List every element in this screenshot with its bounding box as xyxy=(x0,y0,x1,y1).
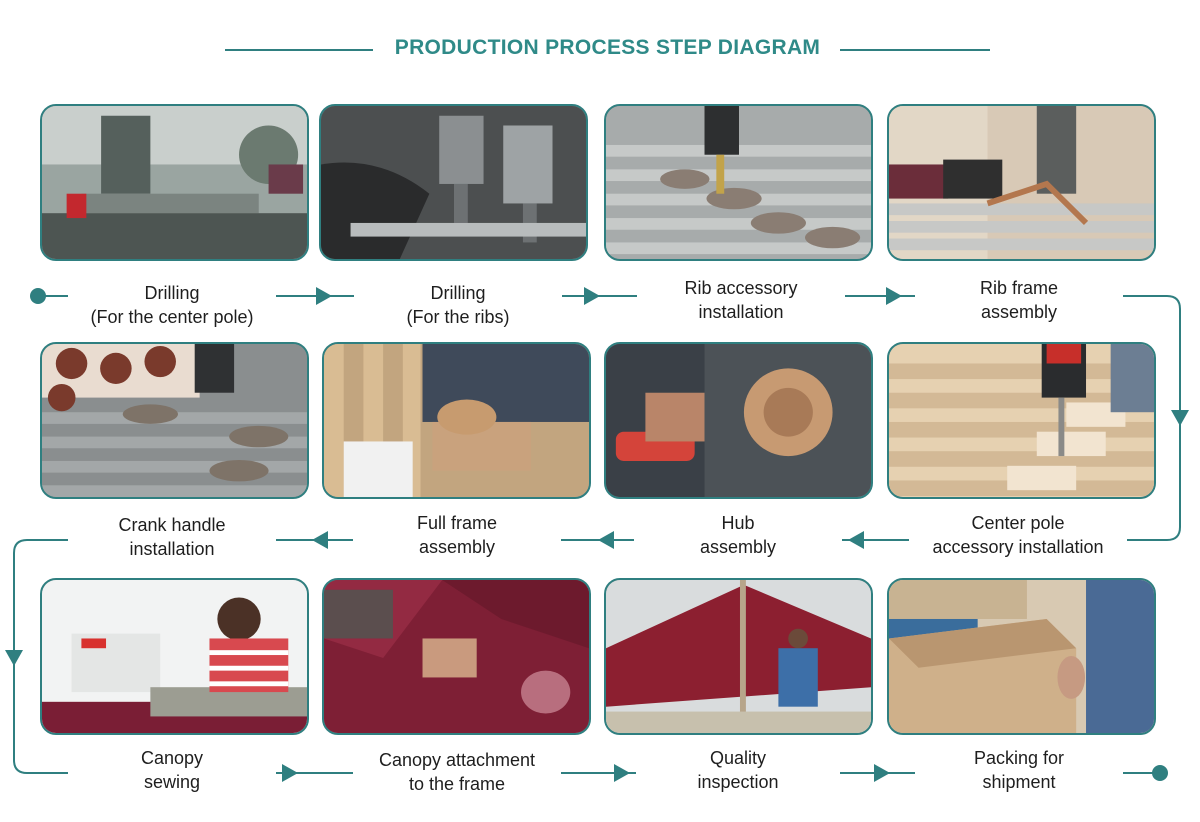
arrow-right-icon xyxy=(584,287,600,305)
title-rule-left xyxy=(225,49,373,51)
photo-rib-accessory-installation xyxy=(604,104,873,261)
photo-crank-handle-installation xyxy=(40,342,309,499)
step-label-line: Full frame xyxy=(416,513,497,533)
step-label-line: Canopy attachment xyxy=(378,750,536,770)
photo-full-frame-assembly xyxy=(322,342,591,499)
step-label-hub-assembly: Hub assembly xyxy=(634,511,842,559)
photo-hub-assembly xyxy=(604,342,873,499)
arrow-left-icon xyxy=(848,531,864,549)
arrow-right-icon xyxy=(874,764,890,782)
arrow-right-icon xyxy=(282,764,298,782)
photo-drilling-ribs xyxy=(319,104,588,261)
step-label-drilling-center-pole: Drilling (For the center pole) xyxy=(68,281,276,329)
step-label-line: assembly xyxy=(980,302,1058,322)
arrow-right-icon xyxy=(614,764,630,782)
flow-end-dot xyxy=(1152,765,1168,781)
step-label-rib-frame: Rib frame assembly xyxy=(915,276,1123,324)
step-label-canopy-sewing: Canopy sewing xyxy=(68,746,276,794)
arrow-left-icon xyxy=(312,531,328,549)
arrow-left-icon xyxy=(598,531,614,549)
step-label-line: Drilling xyxy=(430,283,486,303)
step-label-line: to the frame xyxy=(408,774,506,794)
step-label-line: installation xyxy=(129,539,215,559)
step-label-canopy-attachment: Canopy attachment to the frame xyxy=(353,748,561,796)
step-label-line: accessory installation xyxy=(932,537,1104,557)
step-label-full-frame: Full frame assembly xyxy=(353,511,561,559)
step-label-line: (For the ribs) xyxy=(406,307,510,327)
step-label-line: Center pole xyxy=(971,513,1065,533)
step-label-crank-handle: Crank handle installation xyxy=(68,513,276,561)
flow-start-dot xyxy=(30,288,46,304)
diagram-title-block: PRODUCTION PROCESS STEP DIAGRAM xyxy=(225,36,990,64)
step-label-rib-accessory: Rib accessory installation xyxy=(637,276,845,324)
step-label-line: Rib frame xyxy=(979,278,1059,298)
step-label-line: Crank handle xyxy=(118,515,226,535)
arrow-right-icon xyxy=(886,287,902,305)
step-label-line: sewing xyxy=(143,772,201,792)
step-label-line: Hub xyxy=(721,513,755,533)
step-label-line: installation xyxy=(698,302,784,322)
step-label-line: shipment xyxy=(982,772,1056,792)
step-label-line: assembly xyxy=(418,537,496,557)
step-label-line: Rib accessory xyxy=(684,278,798,298)
arrow-down-icon xyxy=(5,650,23,666)
step-label-center-pole-accessory: Center pole accessory installation xyxy=(909,511,1127,559)
step-label-line: Quality xyxy=(709,748,767,768)
photo-center-pole-accessory-installation xyxy=(887,342,1156,499)
arrow-right-icon xyxy=(316,287,332,305)
step-label-line: Packing for xyxy=(973,748,1065,768)
step-label-quality-inspection: Quality inspection xyxy=(636,746,840,794)
diagram-title: PRODUCTION PROCESS STEP DIAGRAM xyxy=(394,36,821,59)
photo-canopy-attachment xyxy=(322,578,591,735)
arrow-down-icon xyxy=(1171,410,1189,426)
step-label-drilling-ribs: Drilling (For the ribs) xyxy=(354,281,562,329)
step-label-line: Canopy xyxy=(140,748,204,768)
title-rule-right xyxy=(840,49,990,51)
step-label-line: assembly xyxy=(699,537,777,557)
photo-rib-frame-assembly xyxy=(887,104,1156,261)
step-label-packing: Packing for shipment xyxy=(915,746,1123,794)
step-label-line: Drilling xyxy=(144,283,200,303)
step-label-line: (For the center pole) xyxy=(90,307,254,327)
photo-quality-inspection xyxy=(604,578,873,735)
photo-drilling-center-pole xyxy=(40,104,309,261)
photo-canopy-sewing xyxy=(40,578,309,735)
photo-packing-for-shipment xyxy=(887,578,1156,735)
step-label-line: inspection xyxy=(697,772,779,792)
